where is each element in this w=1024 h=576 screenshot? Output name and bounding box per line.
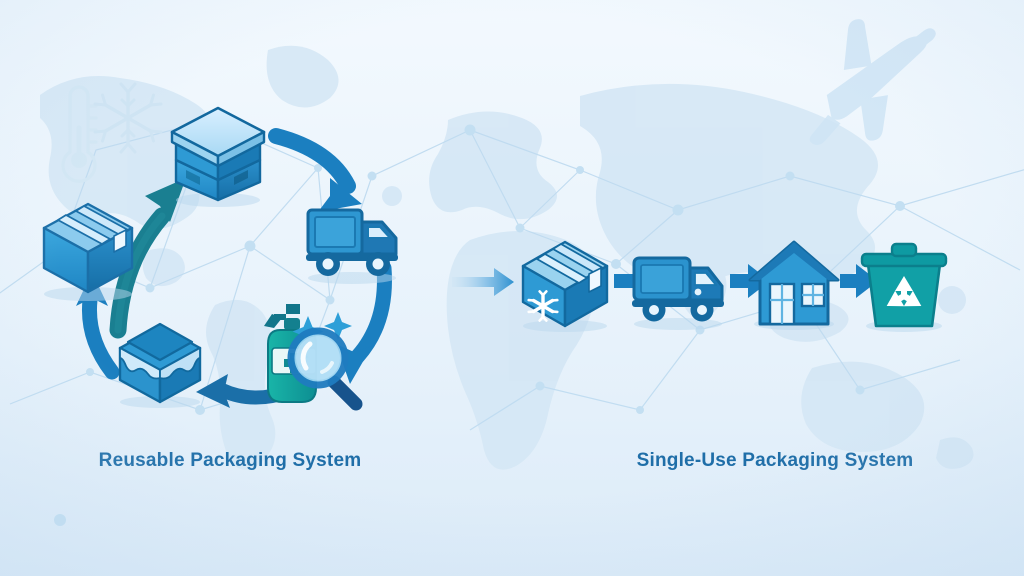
- arrow-house-to-bin: [840, 264, 878, 298]
- arrow-in: [452, 268, 514, 296]
- returned-cooler-icon: [118, 322, 202, 408]
- airplane-icon: [809, 19, 936, 146]
- magnifying-glass-icon: [287, 327, 363, 411]
- snowflake-box-icon: [521, 240, 609, 332]
- cooler-box-icon: [170, 106, 266, 207]
- delivery-truck-icon: [306, 208, 398, 284]
- arrow-cooler-to-truck: [268, 128, 362, 212]
- house-icon: [748, 240, 840, 330]
- recycle-bin-icon: [860, 242, 948, 332]
- delivery-van-icon: [632, 256, 724, 330]
- left-system-label: Reusable Packaging System: [98, 450, 362, 471]
- thermometer-icon: [61, 85, 98, 183]
- right-system-label: Single-Use Packaging System: [636, 450, 914, 471]
- packed-box-icon: [42, 202, 134, 301]
- snowflake-icon: [93, 82, 163, 154]
